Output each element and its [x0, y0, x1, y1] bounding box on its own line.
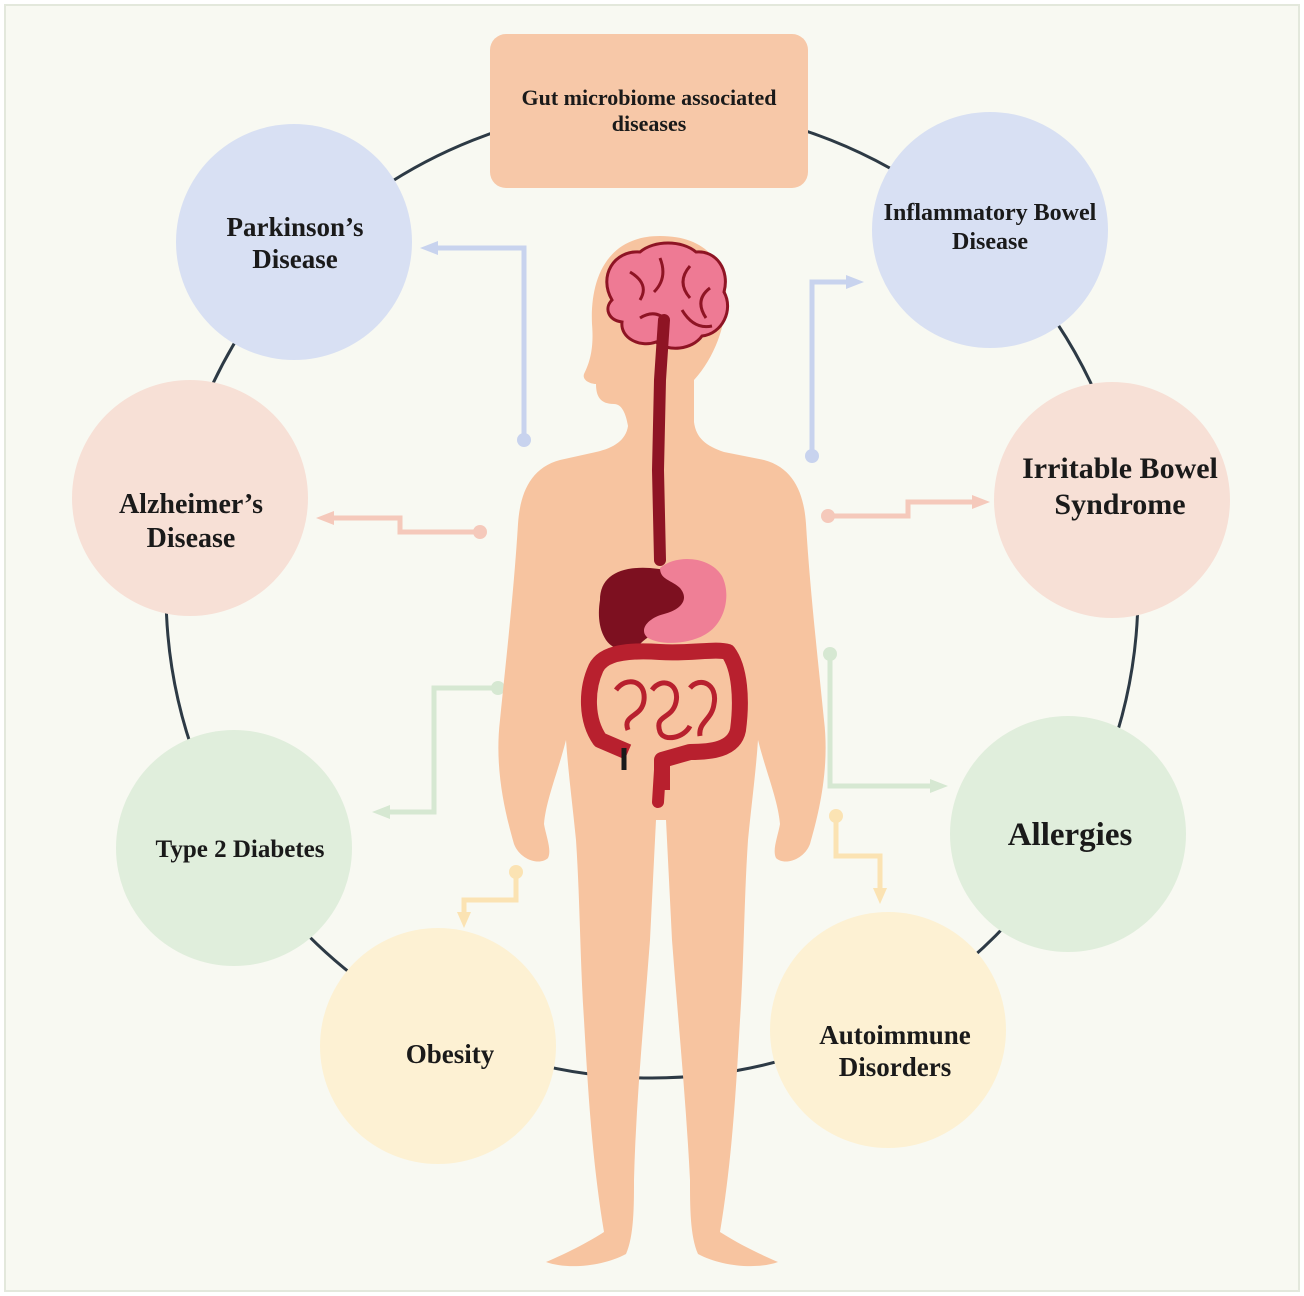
- diagram-title: Gut microbiome associated diseases: [490, 34, 808, 188]
- label-parkinsons: Parkinson’s Disease: [190, 200, 400, 286]
- connector-ibs: [821, 495, 990, 523]
- label-ibd: Inflammatory Bowel Disease: [872, 188, 1108, 268]
- connector-autoimmune: [829, 809, 887, 904]
- label-alzheimers: Alzheimer’s Disease: [86, 482, 296, 562]
- label-allergies: Allergies: [970, 812, 1170, 860]
- rectum: [658, 770, 660, 802]
- connector-allergies: [823, 647, 948, 793]
- label-obesity: Obesity: [350, 1030, 550, 1078]
- connector-diabetes: [372, 681, 505, 819]
- connector-parkinsons: [420, 241, 531, 447]
- connector-obesity: [457, 865, 523, 928]
- connector-alzheimers: [316, 511, 487, 539]
- label-ibs: Irritable Bowel Syndrome: [998, 442, 1242, 532]
- connector-ibd: [805, 275, 864, 463]
- spinal-cord: [658, 320, 664, 560]
- label-diabetes: Type 2 Diabetes: [120, 828, 360, 872]
- label-autoimmune: Autoimmune Disorders: [790, 1008, 1000, 1094]
- human-body-illustration: [498, 236, 825, 1266]
